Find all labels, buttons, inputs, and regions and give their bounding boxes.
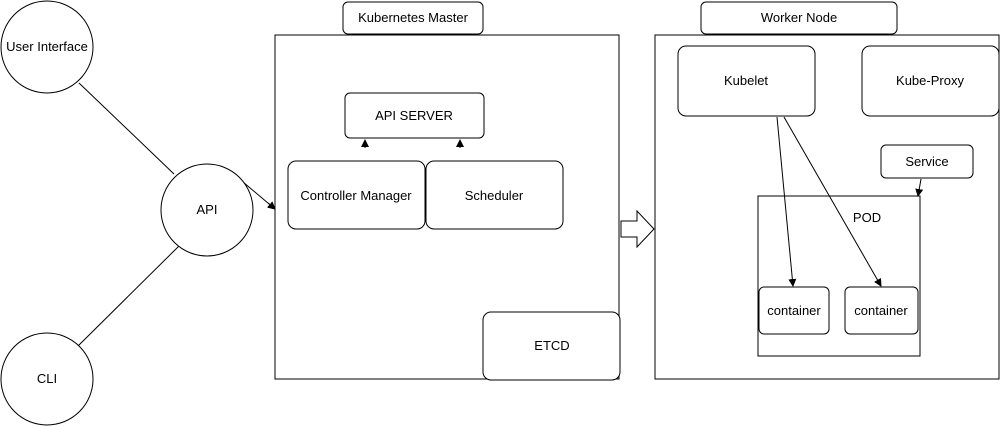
- connector-ui-to-api: [78, 82, 175, 175]
- master-to-worker-arrow: [620, 209, 655, 249]
- controller-manager-label: Controller Manager: [300, 188, 412, 203]
- worker-node-title-box: Worker Node: [700, 1, 898, 35]
- kube-proxy-label: Kube-Proxy: [896, 73, 964, 88]
- cli-node: CLI: [0, 332, 94, 426]
- service-box: Service: [880, 144, 974, 179]
- arrow-api-to-master-tip: [267, 201, 276, 210]
- arrow-kubelet-to-container-1-tip: [776, 116, 797, 287]
- worker-node-title: Worker Node: [761, 10, 837, 25]
- api-server-label: API SERVER: [375, 108, 453, 123]
- api-label: API: [197, 202, 218, 217]
- cli-label: CLI: [37, 371, 57, 386]
- connector-cli-to-api: [77, 244, 181, 347]
- arrow-kubelet-to-container-2-tip: [783, 116, 882, 287]
- user-interface-node: User Interface: [0, 0, 94, 94]
- kube-proxy-box: Kube-Proxy: [861, 45, 1000, 117]
- kubernetes-master-title-box: Kubernetes Master: [342, 1, 484, 35]
- container-2-label: container: [854, 303, 908, 318]
- kubelet-box: Kubelet: [677, 45, 816, 117]
- kubelet-label: Kubelet: [724, 73, 768, 88]
- api-node: API: [160, 163, 254, 257]
- scheduler-box: Scheduler: [425, 160, 564, 230]
- api-server-box: API SERVER: [344, 92, 485, 139]
- kubernetes-master-title: Kubernetes Master: [358, 10, 469, 25]
- container-1-label: container: [767, 303, 821, 318]
- etcd-label: ETCD: [534, 338, 569, 353]
- user-interface-label: User Interface: [6, 39, 88, 54]
- pod-label: POD: [853, 210, 881, 225]
- container-1-box: container: [758, 286, 830, 335]
- arrow-service-to-pod-tip: [915, 178, 924, 197]
- container-2-box: container: [844, 286, 919, 335]
- etcd-box: ETCD: [482, 311, 621, 381]
- scheduler-label: Scheduler: [465, 188, 524, 203]
- controller-manager-box: Controller Manager: [287, 160, 426, 230]
- service-label: Service: [905, 154, 948, 169]
